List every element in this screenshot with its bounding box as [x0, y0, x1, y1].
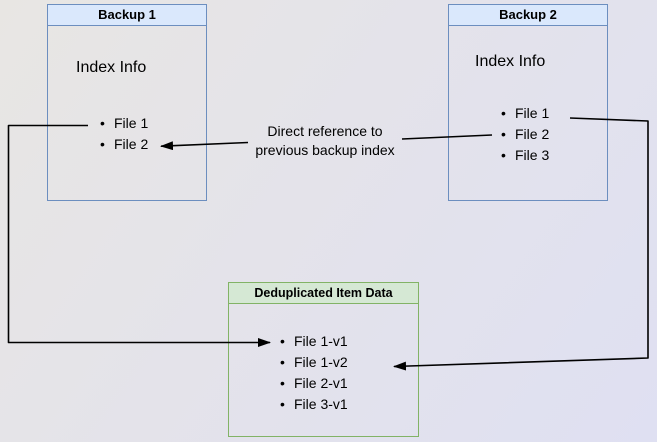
dedup-list-item: File 2-v1	[280, 373, 348, 394]
file-list-item: File 3	[501, 145, 549, 166]
file-list-item: File 1	[100, 113, 148, 134]
edge-label[interactable]: Direct reference to previous backup inde…	[230, 122, 420, 160]
dedup-list-item: File 1-v1	[280, 331, 348, 352]
backup1-file-list: File 1 File 2	[100, 113, 148, 155]
backup2-header: Backup 2	[449, 5, 607, 26]
backup2-index-info-label: Index Info	[475, 53, 546, 70]
file-list-item: File 2	[100, 134, 148, 155]
dedup-list-item: File 1-v2	[280, 352, 348, 373]
edge-label-line: previous backup index	[255, 142, 395, 158]
dedup-list-item: File 3-v1	[280, 394, 348, 415]
backup1-header: Backup 1	[48, 5, 206, 26]
backup1-box[interactable]: Backup 1 Index Info File 1 File 2	[47, 4, 207, 201]
backup1-index-info-label: Index Info	[76, 59, 147, 76]
backup2-box[interactable]: Backup 2 Index Info File 1 File 2 File 3	[448, 4, 608, 201]
dedup-header: Deduplicated Item Data	[229, 283, 418, 304]
file-list-item: File 2	[501, 124, 549, 145]
dedup-item-list: File 1-v1 File 1-v2 File 2-v1 File 3-v1	[280, 331, 348, 415]
edge-label-line: Direct reference to	[267, 123, 383, 139]
backup2-file-list: File 1 File 2 File 3	[501, 103, 549, 166]
dedup-box[interactable]: Deduplicated Item Data File 1-v1 File 1-…	[228, 282, 419, 437]
file-list-item: File 1	[501, 103, 549, 124]
